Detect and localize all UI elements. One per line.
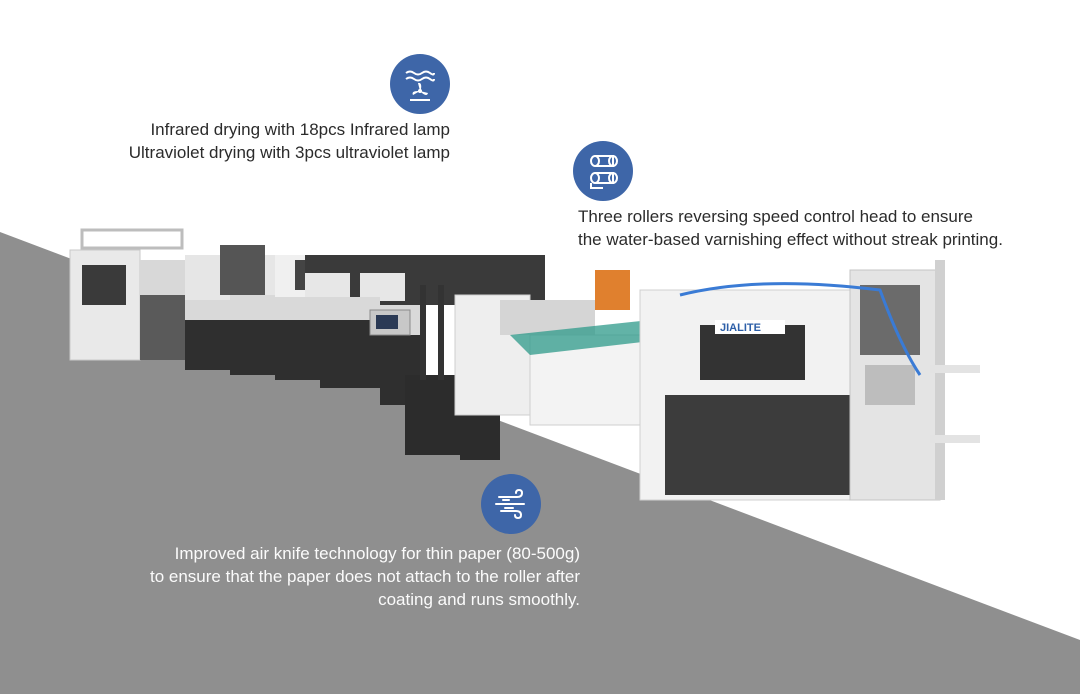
rollers-caption: Three rollers reversing speed control he… [578,205,1003,251]
rollers-icon [590,155,618,189]
rollers-line-1: Three rollers reversing speed control he… [578,207,973,226]
air-knife-line-1: Improved air knife technology for thin p… [174,544,580,563]
drying-line-1: Infrared drying with 18pcs Infrared lamp [150,120,450,139]
drying-line-2: Ultraviolet drying with 3pcs ultraviolet… [128,143,450,162]
air-knife-line-3: coating and runs smoothly. [378,590,580,609]
rollers-line-2: the water-based varnishing effect withou… [578,230,1003,249]
rollers-badge [573,141,633,201]
drying-caption: Infrared drying with 18pcs Infrared lamp… [129,118,450,164]
air-knife-badge [481,474,541,534]
air-knife-caption: Improved air knife technology for thin p… [150,542,580,611]
infrared-fan-icon [405,70,435,101]
wind-icon [495,488,525,520]
machine-brand: JIALITE [720,322,761,334]
drying-badge [390,54,450,114]
coating-machine-illustration: JIALITE [69,228,980,501]
air-knife-line-2: to ensure that the paper does not attach… [150,567,580,586]
